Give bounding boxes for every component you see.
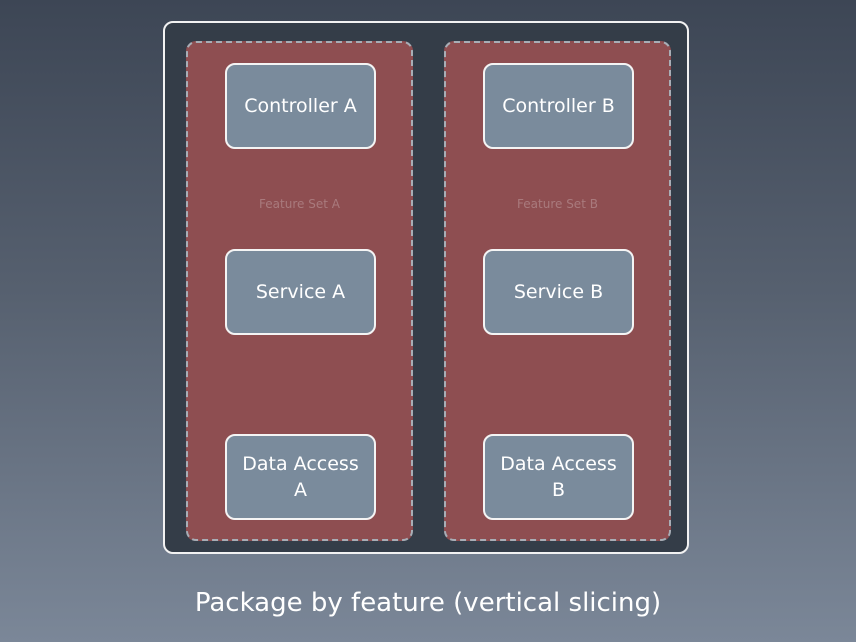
service-b-box: Service B xyxy=(483,249,634,335)
service-a-label: Service A xyxy=(255,281,346,303)
feature-set-a-label: Feature Set A xyxy=(259,197,340,211)
feature-set-a-panel: Controller A Feature Set A Service A Dat… xyxy=(186,41,413,541)
data-access-b-label: Data Access B xyxy=(500,453,617,501)
controller-b-label: Controller B xyxy=(502,95,615,117)
architecture-container: Controller A Feature Set A Service A Dat… xyxy=(163,21,689,554)
data-access-a-box: Data Access A xyxy=(225,434,376,520)
controller-a-label: Controller A xyxy=(244,95,357,117)
feature-set-b-label: Feature Set B xyxy=(517,197,598,211)
service-b-label: Service B xyxy=(513,281,604,303)
controller-a-box: Controller A xyxy=(225,63,376,149)
data-access-b-box: Data Access B xyxy=(483,434,634,520)
slide-caption: Package by feature (vertical slicing) xyxy=(194,588,662,618)
feature-set-b-panel: Controller B Feature Set B Service B Dat… xyxy=(444,41,671,541)
data-access-a-label: Data Access A xyxy=(242,453,359,501)
service-a-box: Service A xyxy=(225,249,376,335)
controller-b-box: Controller B xyxy=(483,63,634,149)
